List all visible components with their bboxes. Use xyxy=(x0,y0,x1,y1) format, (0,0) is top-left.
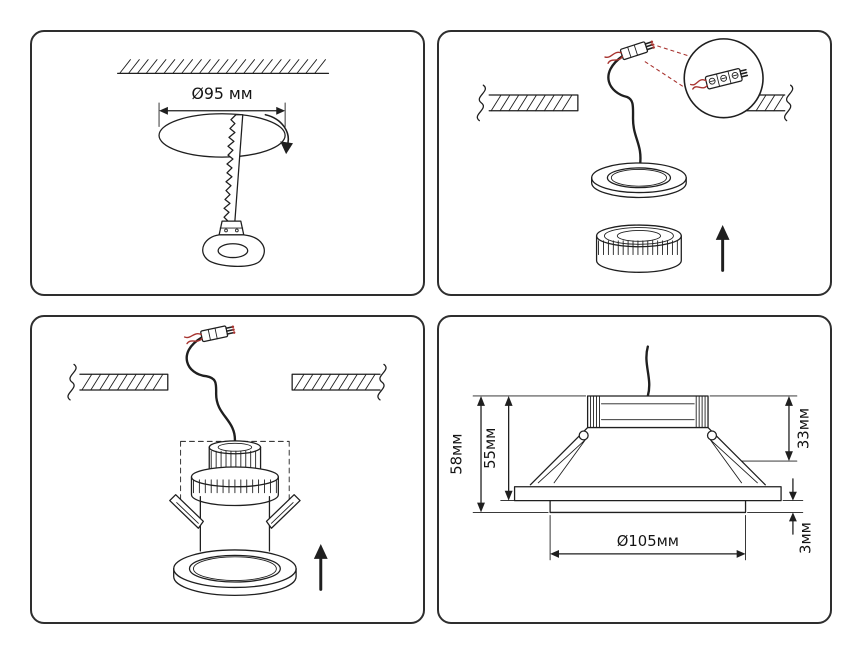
panel-step-wiring xyxy=(437,30,832,296)
detail-leader-lines xyxy=(644,43,695,92)
terminal-block-detail xyxy=(689,68,749,90)
saw-handle xyxy=(202,234,265,267)
cutout-drawing: Ø95 мм xyxy=(117,59,330,267)
flange xyxy=(513,486,782,502)
body-height-label: 55мм xyxy=(482,428,499,469)
break-mark-right xyxy=(377,363,387,401)
keyhole-saw xyxy=(202,114,265,267)
wiring-drawing xyxy=(476,38,794,273)
dimension-total-height: 58мм xyxy=(448,395,587,513)
power-cable xyxy=(607,54,642,168)
trim-protrusion-label: 3мм xyxy=(798,522,815,554)
panel-step-insert xyxy=(30,315,425,624)
saw-blade xyxy=(223,114,244,222)
wire-connector xyxy=(604,40,655,64)
hole-diameter-label: Ø95 мм xyxy=(191,84,252,103)
trim-diameter-label: Ø105мм xyxy=(617,533,679,550)
ceiling-hatch xyxy=(117,59,330,75)
break-mark-right xyxy=(784,84,794,122)
spring-arms xyxy=(537,438,758,484)
lamp-body xyxy=(595,224,682,273)
mounting-clips xyxy=(169,494,301,529)
break-mark-left xyxy=(67,363,77,401)
dimension-body-height: 55мм xyxy=(482,395,516,502)
trim-ring xyxy=(591,162,687,199)
fixture-body xyxy=(199,496,271,552)
total-height-label: 58мм xyxy=(448,434,465,475)
insert-drawing xyxy=(67,325,387,596)
ceiling-section xyxy=(67,363,387,401)
dimension-recess-height: 33мм xyxy=(709,395,813,462)
trim-protrusion xyxy=(549,499,747,514)
panel-step-cutout: Ø95 мм xyxy=(30,30,425,296)
spring-pivot-right xyxy=(706,430,718,441)
up-arrow-icon xyxy=(313,544,328,591)
up-arrow-icon xyxy=(715,225,730,272)
hole-diameter-dimension: Ø95 мм xyxy=(158,84,286,127)
heatsink-block xyxy=(586,395,709,429)
panel-dimensions: 58мм 55мм 33мм 3мм xyxy=(437,315,832,624)
dimension-drawing: 58мм 55мм 33мм 3мм xyxy=(448,345,815,561)
heatsink-ribs xyxy=(598,240,678,256)
dimension-trim-protrusion: 3мм xyxy=(747,478,815,554)
heatsink xyxy=(190,440,279,507)
dimension-trim-diameter: Ø105мм xyxy=(549,514,746,561)
trim-ring xyxy=(173,549,297,596)
break-mark-left xyxy=(476,84,486,122)
spring-pivot-left xyxy=(578,430,589,441)
power-cable xyxy=(645,345,651,398)
rotation-arrow-icon xyxy=(264,113,293,155)
connection-detail-magnifier xyxy=(683,38,764,119)
wire-connector xyxy=(183,325,236,345)
trim-cone xyxy=(529,426,766,486)
fixture-section xyxy=(513,395,782,514)
power-cable xyxy=(185,336,237,443)
recess-height-label: 33мм xyxy=(796,408,813,449)
cutout-ellipse xyxy=(158,113,286,158)
